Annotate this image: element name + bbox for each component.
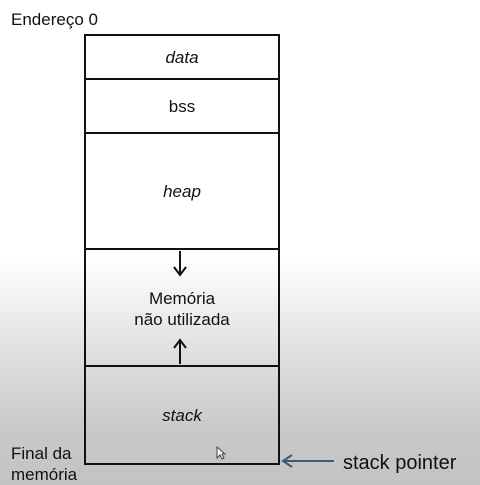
bss-segment-label: bss: [168, 96, 196, 116]
stack-pointer-arrow-icon: [281, 454, 334, 468]
memory-end-label: Final da memória: [11, 444, 78, 484]
unused-memory-label: Memória não utilizada: [134, 288, 229, 330]
unused-memory-segment: Memória não utilizada: [86, 250, 278, 367]
unused-memory-label-line-1: Memória: [148, 288, 216, 308]
start-address-label: Endereço 0: [11, 10, 98, 29]
mouse-cursor-icon: [216, 446, 226, 460]
stack-segment: stack: [86, 367, 278, 463]
stack-segment-label: stack: [162, 405, 202, 425]
bss-segment: bss: [86, 80, 278, 134]
heap-segment: heap: [86, 134, 278, 250]
stack-pointer-label: stack pointer: [343, 452, 457, 474]
data-segment: data: [86, 36, 278, 80]
data-segment-label: data: [165, 47, 199, 67]
memory-layout-block: data bss heap Memória não utilizada stac…: [84, 34, 280, 465]
unused-memory-label-line-2: não utilizada: [134, 309, 230, 329]
heap-segment-label: heap: [163, 181, 201, 201]
